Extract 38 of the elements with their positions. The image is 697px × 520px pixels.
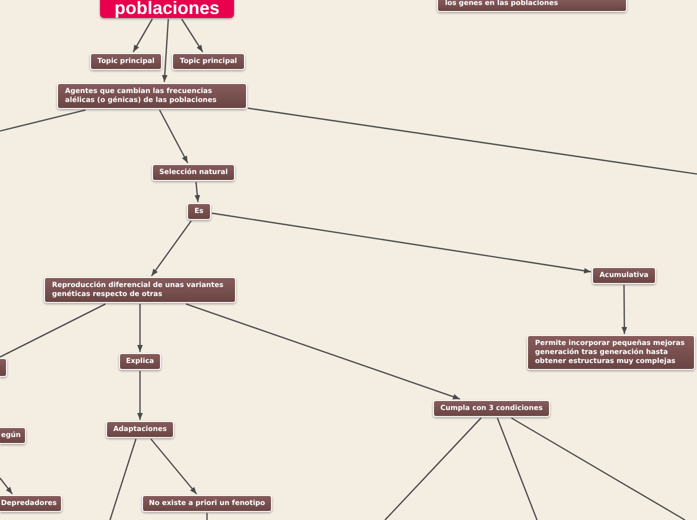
connector-arrow bbox=[622, 285, 628, 334]
concept-box bbox=[57, 83, 247, 109]
connector-arrow bbox=[150, 220, 192, 276]
connector-arrow bbox=[186, 303, 460, 400]
concept-box bbox=[433, 400, 550, 417]
connector-arrow bbox=[159, 110, 188, 164]
concept-box bbox=[90, 53, 162, 70]
concept-box bbox=[437, 0, 627, 12]
connector-arrow bbox=[162, 18, 169, 82]
connector-arrow bbox=[137, 371, 143, 420]
title-text: poblaciones bbox=[113, 0, 221, 16]
title-box bbox=[100, 0, 234, 18]
connector-arrow bbox=[0, 478, 13, 494]
concept-box bbox=[119, 353, 161, 370]
concept-box bbox=[152, 164, 235, 181]
concept-box bbox=[142, 495, 272, 512]
connector-line bbox=[496, 418, 538, 520]
concept-box bbox=[0, 358, 7, 377]
concept-box bbox=[44, 277, 236, 303]
concept-box bbox=[0, 427, 26, 444]
connector-line bbox=[0, 109, 86, 132]
concept-box bbox=[106, 421, 174, 438]
connector-arrow bbox=[150, 438, 198, 494]
concept-box bbox=[0, 495, 62, 512]
concept-box bbox=[187, 203, 211, 220]
connector-line bbox=[384, 418, 482, 520]
concept-box bbox=[592, 267, 656, 284]
connector-arrow bbox=[132, 18, 153, 52]
connector-arrow bbox=[194, 182, 200, 202]
connector-arrow bbox=[137, 304, 143, 352]
concept-box bbox=[527, 335, 695, 370]
connector-arrow bbox=[212, 212, 592, 274]
connector-line bbox=[109, 438, 137, 520]
connector-line bbox=[511, 417, 686, 520]
connector-arrow bbox=[181, 18, 204, 52]
connector-line bbox=[0, 303, 106, 358]
concept-box bbox=[172, 53, 245, 70]
connector-line bbox=[248, 108, 697, 175]
